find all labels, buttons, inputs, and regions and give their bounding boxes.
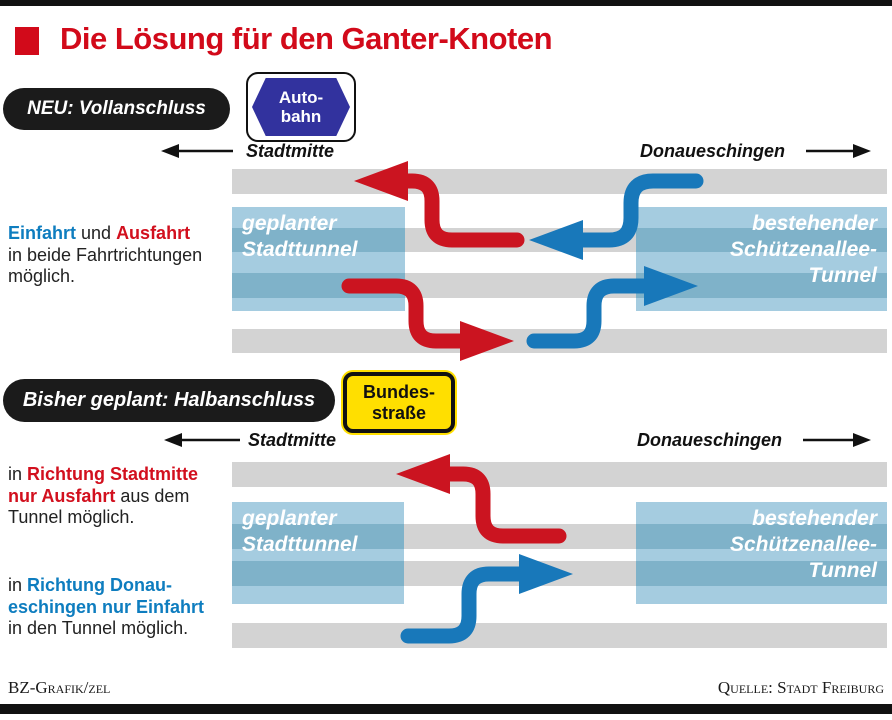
note-text: in [8,464,28,484]
autobahn-sign-line1: Auto- [278,88,324,107]
note-blue-text: eschingen nur Einfahrt [8,596,205,617]
tunnel-label: bestehender Schützenallee- Tunnel [636,207,887,289]
und-text: und [76,223,117,243]
note-line: in den Tunnel möglich. [8,618,189,638]
tunnel-label: geplanter Stadttunnel [232,207,405,263]
note-vollanschluss: Einfahrt und Ausfahrt in beide Fahrtrich… [8,223,202,288]
tunnel-lane-stripe [232,524,404,549]
direction-label-stadtmitte-2: Stadtmitte [248,430,337,450]
note-text: in [8,575,28,595]
tunnel-label-line: Stadttunnel [242,238,358,261]
road-lane [232,623,887,648]
road-lane [232,462,887,487]
einfahrt-text: Einfahrt [8,223,77,243]
note-ausfahrt-stadtmitte: in Richtung Stadtmitte nur Ausfahrt aus … [8,464,198,529]
tunnel-label: bestehender Schützenallee- Tunnel [636,502,887,584]
title-bullet-square [15,27,39,55]
bottom-border-bar [0,704,892,714]
ausfahrt-text: Ausfahrt [116,223,191,243]
tunnel-label-line: Schützenallee- [729,238,877,261]
bundesstrasse-sign-line1: Bundes- [363,381,435,402]
tunnel-label: geplanter Stadttunnel [232,502,404,558]
note-einfahrt-donaueschingen: in Richtung Donau- eschingen nur Einfahr… [8,575,204,640]
direction-label-stadtmitte-1: Stadtmitte [246,141,335,161]
note-text: aus dem [115,485,190,506]
tunnel-label-line: Schützenallee- [729,533,877,556]
tunnel-label-line: bestehender [752,507,877,530]
tunnel-lane-stripe [636,524,887,549]
note-line: nur Ausfahrt aus dem [8,486,198,508]
badge-bisher-geplant: Bisher geplant: Halbanschluss [3,379,335,422]
tunnel-label-line: Tunnel [808,559,877,582]
autobahn-hexagon: Auto- bahn [252,78,350,136]
badge-neu-vollanschluss: NEU: Vollanschluss [3,88,230,130]
tunnel-lane-stripe [232,561,404,586]
note-red-text: nur Ausfahrt [8,485,116,506]
graphic-credit: BZ-Grafik/zel [8,678,111,697]
tunnel-box-stadttunnel-2: geplanter Stadttunnel [232,502,404,604]
tunnel-lane-stripe [232,228,405,252]
bundesstrasse-sign-icon: Bundes- straße [343,372,455,433]
tunnel-label-line: Stadttunnel [242,533,358,556]
page-title: Die Lösung für den Ganter-Knoten [60,21,553,56]
note-line: möglich. [8,266,76,286]
tunnel-box-schuetzenallee-1: bestehender Schützenallee- Tunnel [636,207,887,311]
tunnel-label-line: Tunnel [808,264,877,287]
note-blue-text: Richtung Donau- [27,575,172,595]
source-credit: Quelle: Stadt Freiburg [717,678,884,697]
tunnel-label-line: geplanter [242,212,337,235]
note-line: in Richtung Stadtmitte [8,464,198,486]
note-line: in Richtung Donau- [8,575,204,597]
tunnel-lane-stripe [636,561,887,586]
tunnel-lane-stripe [232,273,405,298]
note-line: eschingen nur Einfahrt [8,597,204,619]
tunnel-box-schuetzenallee-2: bestehender Schützenallee- Tunnel [636,502,887,604]
bundesstrasse-sign-line2: straße [371,402,427,423]
road-lane [232,329,887,353]
note-line: in beide Fahrtrichtungen [8,244,203,265]
autobahn-sign-line2: bahn [280,107,322,126]
autobahn-sign-icon: Auto- bahn [246,72,356,142]
badge-label: Bisher geplant: Halbanschluss [22,389,316,411]
note-red-text: Richtung Stadtmitte [27,464,199,484]
tunnel-label-line: geplanter [242,507,337,530]
tunnel-box-stadttunnel-1: geplanter Stadttunnel [232,207,405,311]
top-border-bar [0,0,892,6]
note-line: Einfahrt und Ausfahrt [8,223,202,245]
direction-label-donaueschingen-2: Donaueschingen [637,430,783,450]
tunnel-label-line: bestehender [752,212,877,235]
road-lane [232,169,887,194]
direction-label-donaueschingen-1: Donaueschingen [640,141,786,161]
note-line: Tunnel möglich. [8,507,135,527]
badge-label: NEU: Vollanschluss [27,98,206,119]
